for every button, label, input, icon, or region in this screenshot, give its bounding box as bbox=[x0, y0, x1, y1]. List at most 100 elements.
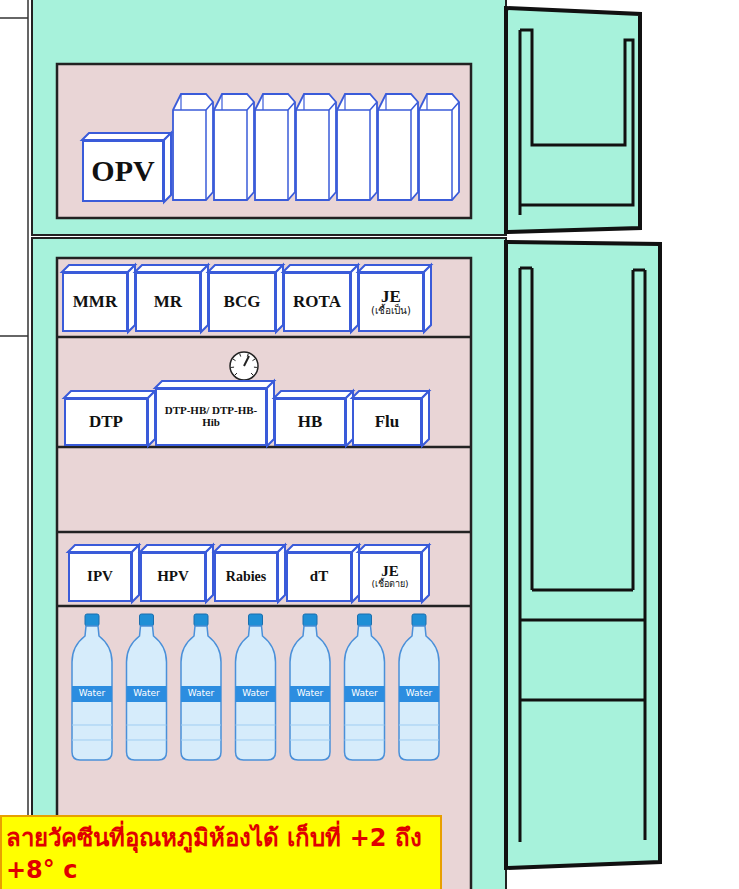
carton-edge bbox=[337, 109, 370, 111]
door-rack bbox=[520, 268, 645, 842]
door-rack bbox=[520, 30, 633, 215]
shelf-line bbox=[57, 605, 471, 608]
vaccine-box: HPV bbox=[140, 552, 206, 602]
vaccine-carton bbox=[214, 94, 254, 200]
bottle-text: Water bbox=[345, 688, 385, 698]
panel-line bbox=[0, 335, 28, 337]
vaccine-name: JE bbox=[381, 564, 399, 580]
carton-edge bbox=[452, 102, 459, 110]
vaccine-box: OPV bbox=[82, 140, 164, 202]
box-side bbox=[351, 265, 358, 332]
bottle-ridge bbox=[399, 725, 439, 726]
water-bottle bbox=[345, 626, 385, 760]
bottle-text: Water bbox=[290, 688, 330, 698]
vaccine-name: OPV bbox=[91, 155, 154, 187]
box-side bbox=[201, 265, 208, 332]
bottle-label bbox=[181, 686, 221, 702]
box-side bbox=[128, 265, 135, 332]
vaccine-name: DTP-HB/ DTP-HB-Hib bbox=[157, 405, 265, 428]
bottle-text: Water bbox=[181, 688, 221, 698]
carton-edge bbox=[303, 94, 304, 110]
bottle-label bbox=[72, 686, 112, 702]
thermometer-tick bbox=[254, 367, 257, 368]
carton-edge bbox=[426, 94, 427, 110]
box-side bbox=[424, 265, 431, 332]
box-side bbox=[148, 391, 155, 446]
vaccine-box: BCG bbox=[208, 272, 276, 332]
box-top bbox=[358, 545, 429, 552]
vaccine-name: JE bbox=[381, 288, 401, 306]
box-side bbox=[164, 133, 171, 202]
bottle-text: Water bbox=[236, 688, 276, 698]
thermometer-tick bbox=[235, 373, 237, 375]
water-bottle bbox=[236, 626, 276, 760]
thermometer-tick bbox=[233, 359, 236, 361]
vaccine-name: dT bbox=[310, 569, 328, 585]
bottle-ridge bbox=[236, 725, 276, 726]
box-top bbox=[358, 265, 431, 272]
bottle-ridge bbox=[72, 740, 112, 741]
vaccine-name: HPV bbox=[157, 569, 189, 585]
vaccine-type: (เชื้อตาย) bbox=[371, 580, 408, 589]
bottle-ridge bbox=[236, 740, 276, 741]
carton-edge bbox=[173, 109, 206, 111]
carton-edge bbox=[451, 110, 453, 200]
box-side bbox=[206, 545, 213, 602]
vaccine-name: HB bbox=[298, 413, 323, 431]
carton-edge bbox=[370, 102, 377, 110]
bottle-text: Water bbox=[399, 688, 439, 698]
water-bottle bbox=[399, 626, 439, 760]
box-top bbox=[352, 391, 429, 398]
bottle-ridge bbox=[345, 725, 385, 726]
storage-note: ลายวัคซีนที่อุณหภูมิห้องได้ เก็บที่ +2 ถ… bbox=[0, 815, 442, 889]
box-top bbox=[208, 265, 283, 272]
box-side bbox=[278, 545, 285, 602]
box-top bbox=[286, 545, 359, 552]
bottle-cap bbox=[194, 614, 208, 626]
side-panel bbox=[0, 0, 28, 889]
bottle-label bbox=[345, 686, 385, 702]
box-top bbox=[155, 381, 274, 388]
vaccine-box: DTP bbox=[64, 398, 148, 446]
vaccine-box: MMR bbox=[62, 272, 128, 332]
vaccine-box: Flu bbox=[352, 398, 422, 446]
bottle-cap bbox=[412, 614, 426, 626]
carton-edge bbox=[287, 110, 289, 200]
carton-edge bbox=[246, 110, 248, 200]
vaccine-carton bbox=[173, 94, 213, 200]
bottle-label bbox=[127, 686, 167, 702]
vaccine-box: Rabies bbox=[214, 552, 278, 602]
bottle-ridge bbox=[290, 725, 330, 726]
box-top bbox=[82, 133, 171, 140]
water-bottle bbox=[127, 626, 167, 760]
box-top bbox=[68, 545, 139, 552]
carton-edge bbox=[385, 94, 386, 110]
freezer-interior bbox=[57, 64, 471, 218]
carton-edge bbox=[296, 109, 329, 111]
carton-edge bbox=[378, 109, 411, 111]
vaccine-name: BCG bbox=[224, 293, 261, 311]
box-top bbox=[274, 391, 353, 398]
vaccine-carton bbox=[419, 94, 459, 200]
box-side bbox=[422, 391, 429, 446]
bottle-ridge bbox=[290, 740, 330, 741]
bottle-cap bbox=[140, 614, 154, 626]
thermometer bbox=[230, 352, 258, 380]
thermometer-tick bbox=[251, 373, 253, 375]
fridge-interior bbox=[57, 258, 471, 889]
freezer-door bbox=[506, 8, 640, 232]
vaccine-carton bbox=[378, 94, 418, 200]
shelf-line bbox=[57, 446, 471, 449]
carton-edge bbox=[262, 94, 263, 110]
thermometer-tick bbox=[231, 367, 234, 368]
vaccine-name: DTP bbox=[89, 413, 123, 431]
water-bottle bbox=[290, 626, 330, 760]
carton-edge bbox=[180, 94, 181, 110]
bottle-ridge bbox=[399, 740, 439, 741]
bottle-cap bbox=[249, 614, 263, 626]
vaccine-box: JE(เชื้อตาย) bbox=[358, 552, 422, 602]
carton-edge bbox=[288, 102, 295, 110]
bottle-ridge bbox=[127, 740, 167, 741]
note-text: ลายวัคซีนที่อุณหภูมิห้องได้ เก็บที่ +2 ถ… bbox=[6, 822, 434, 887]
